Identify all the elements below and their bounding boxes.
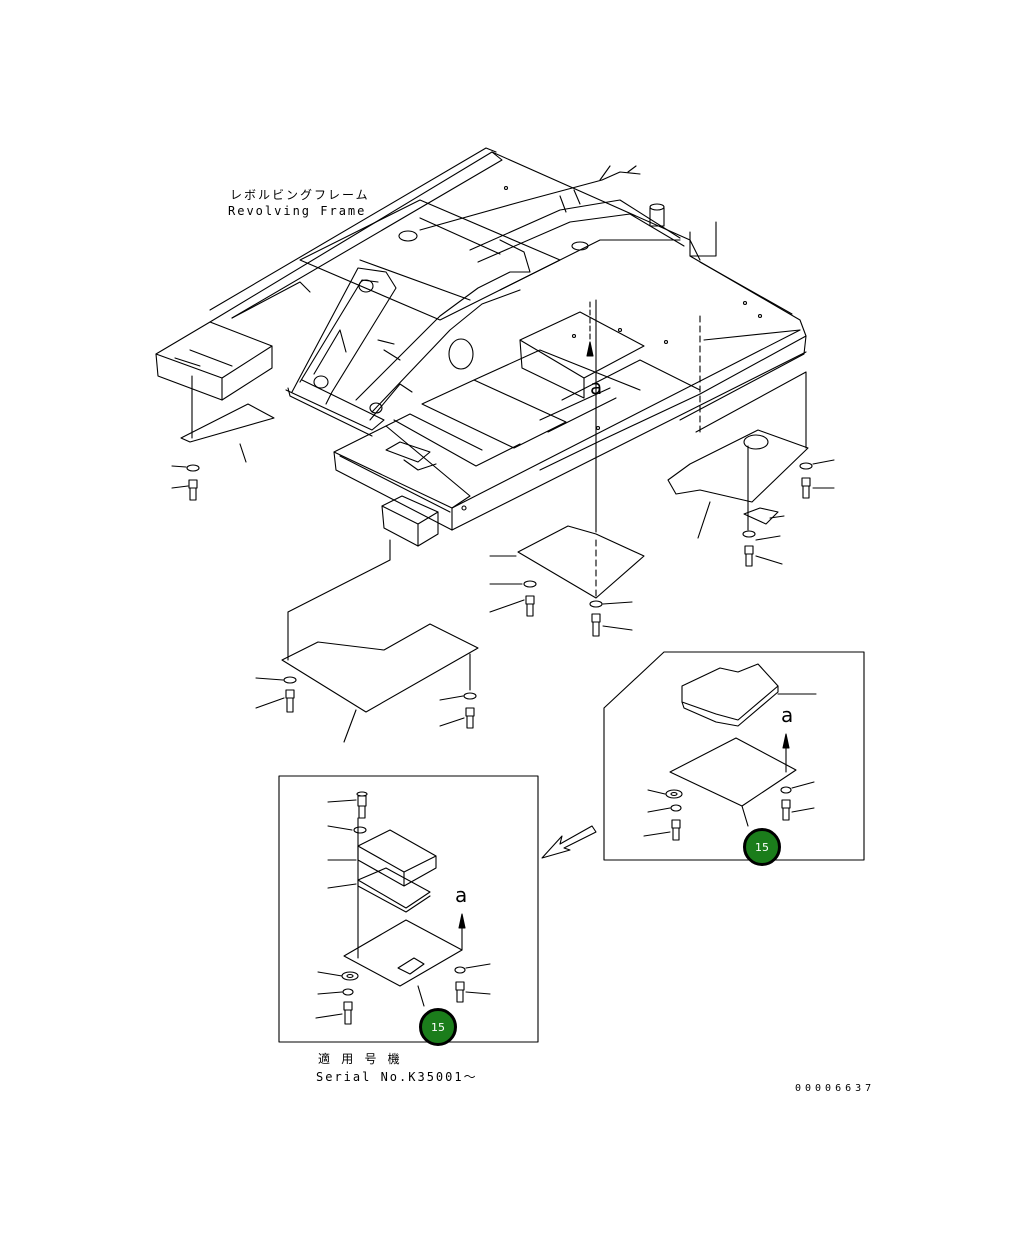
reference-arrow xyxy=(541,825,597,859)
cover-front xyxy=(255,539,479,743)
arrow-letter-a-right-detail: a xyxy=(781,703,796,727)
callout-15-left[interactable]: 15 xyxy=(419,1008,457,1046)
revolving-frame xyxy=(155,147,807,547)
arrow-letter-a-left-detail: a xyxy=(455,883,470,907)
serial-label-en: Serial No.K35001～ xyxy=(316,1070,478,1084)
document-number: 00006637 xyxy=(795,1083,876,1094)
frame-label-en: Revolving Frame xyxy=(228,204,367,218)
arrow-letter-a-center: a xyxy=(590,375,605,399)
callout-15-right[interactable]: 15 xyxy=(743,828,781,866)
serial-label-jp: 適 用 号 機 xyxy=(318,1052,402,1066)
cover-left-rear xyxy=(171,375,275,501)
cover-middle xyxy=(489,299,645,637)
detail-box-right xyxy=(603,651,865,861)
frame-label-jp: レボルビングフレーム xyxy=(230,188,370,202)
detail-box-left xyxy=(278,775,539,1043)
cover-right xyxy=(667,315,835,567)
